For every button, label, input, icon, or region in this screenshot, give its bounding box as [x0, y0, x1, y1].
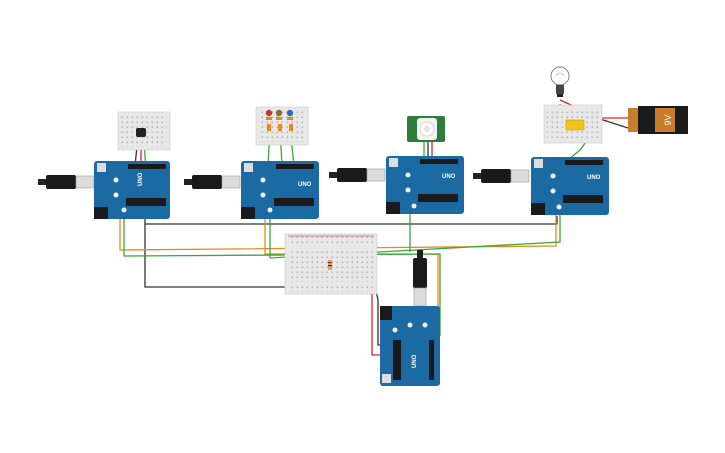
- wire-green-bus-2[interactable]: [269, 208, 561, 259]
- led-yellow[interactable]: [275, 109, 283, 120]
- wire-green-bus[interactable]: [123, 210, 441, 336]
- breadboard-small-1[interactable]: [117, 111, 171, 151]
- breadboard-main[interactable]: [284, 233, 378, 295]
- led-red[interactable]: [265, 109, 273, 120]
- resistor[interactable]: [328, 260, 332, 270]
- usb-cable-5[interactable]: [413, 250, 427, 307]
- arduino-uno-1[interactable]: UNO: [94, 161, 170, 219]
- usb-cable-1[interactable]: [38, 175, 95, 189]
- board-3-label: UNO: [442, 174, 456, 180]
- arduino-uno-5[interactable]: UNO: [380, 306, 440, 386]
- arduino-uno-2[interactable]: UNO: [241, 161, 319, 219]
- board-4-label: UNO: [587, 175, 601, 181]
- led-resistors: [267, 124, 293, 131]
- usb-cables: [38, 168, 530, 307]
- board-5-label: UNO: [412, 354, 418, 368]
- usb-cable-4[interactable]: [473, 169, 530, 183]
- arduino-uno-3[interactable]: UNO: [386, 156, 464, 214]
- usb-cable-3[interactable]: [329, 168, 386, 182]
- temperature-sensor[interactable]: [136, 128, 146, 137]
- board-1-label: UNO: [138, 172, 144, 186]
- light-bulb[interactable]: [550, 66, 570, 97]
- led-blue[interactable]: [286, 109, 294, 120]
- usb-cable-2[interactable]: [184, 175, 241, 189]
- wire-black-top-bus[interactable]: [144, 216, 558, 225]
- relay[interactable]: [565, 119, 585, 131]
- battery-9v[interactable]: 9V: [628, 106, 688, 134]
- board-2-label: UNO: [298, 182, 312, 188]
- arduino-uno-4[interactable]: UNO: [531, 157, 609, 215]
- battery-label: 9V: [663, 114, 673, 125]
- pir-sensor[interactable]: [407, 116, 445, 142]
